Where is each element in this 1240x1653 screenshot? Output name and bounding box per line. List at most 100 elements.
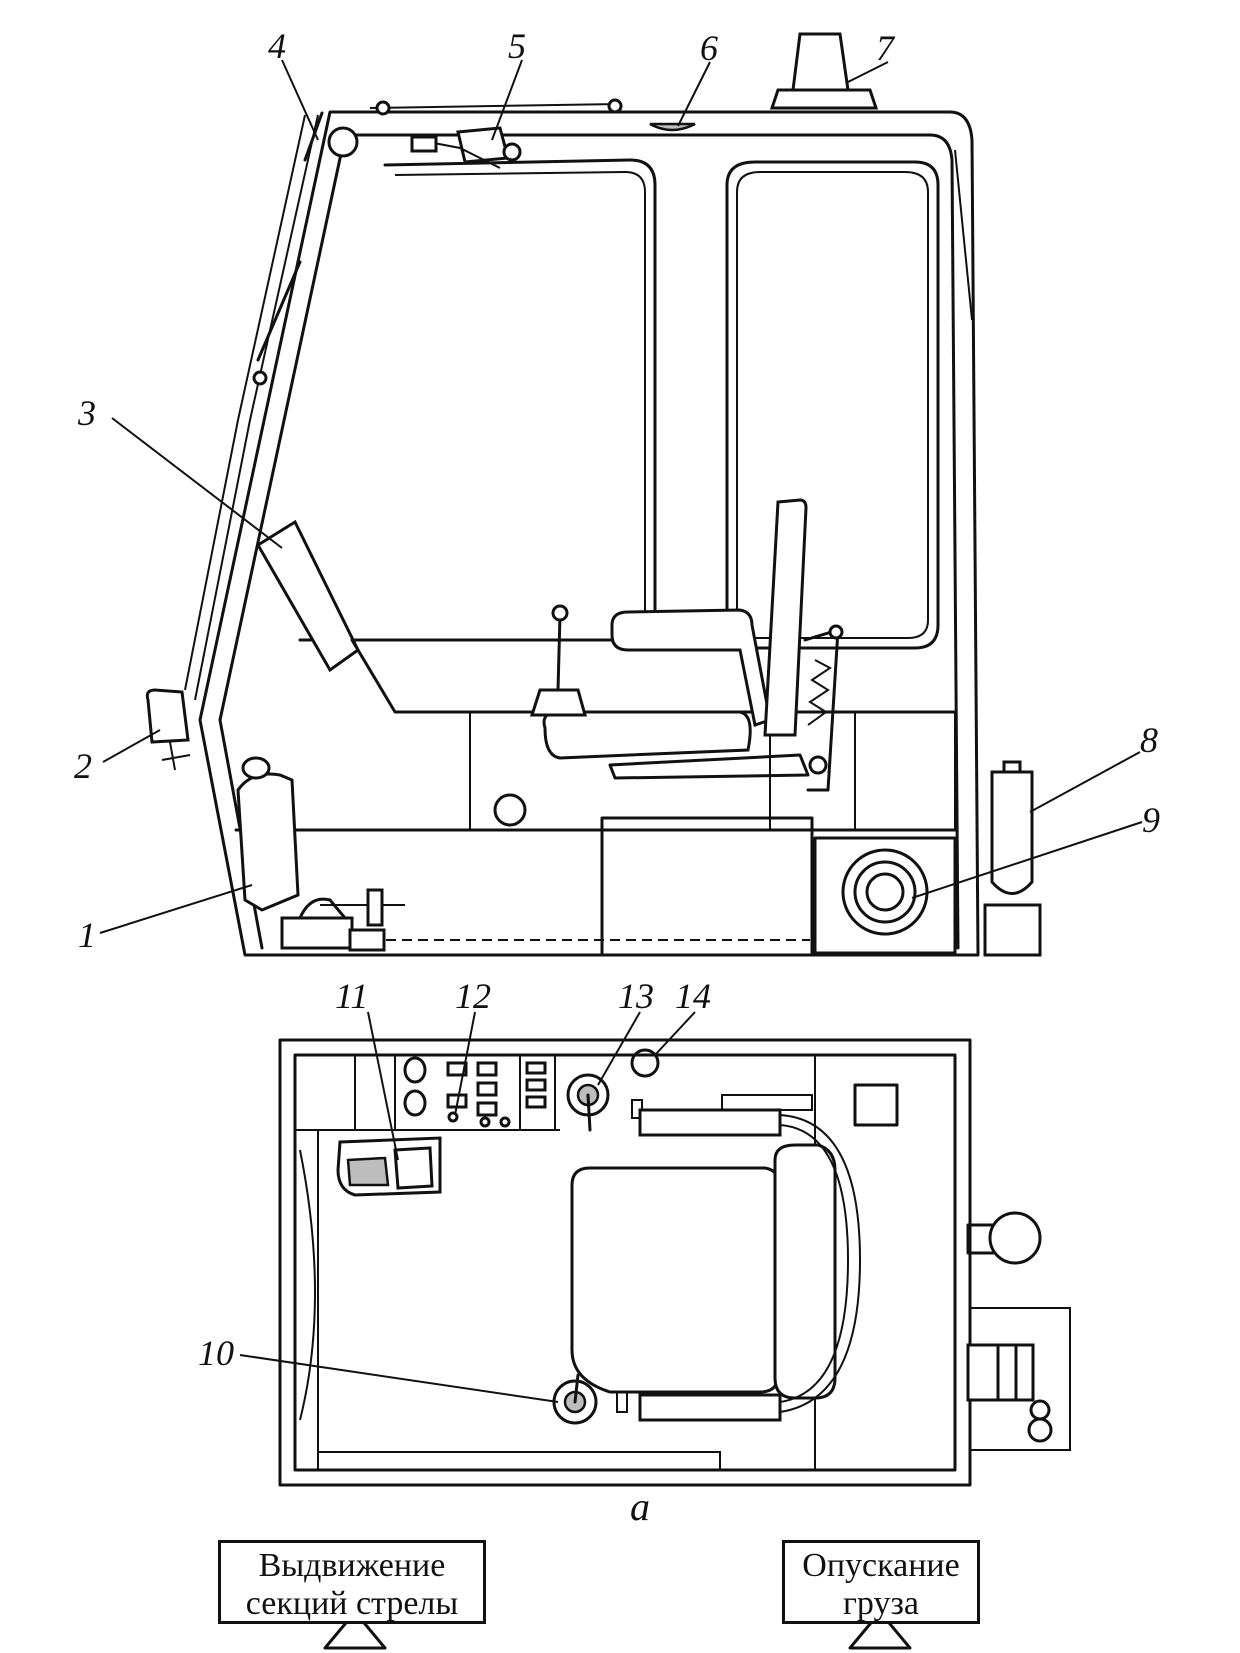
ceiling-fan — [456, 126, 510, 164]
switch — [476, 1101, 498, 1117]
seat-back-upright — [763, 498, 808, 737]
seat-spring — [807, 659, 832, 726]
pedal-lever — [366, 888, 384, 927]
beacon-base — [769, 88, 879, 110]
cab-plan-view — [278, 1038, 1071, 1487]
callout-12: 12 — [455, 976, 491, 1016]
leader-6 — [677, 61, 711, 127]
wiper-blade — [256, 260, 302, 362]
seat-frame — [608, 753, 810, 780]
roof-rail — [369, 103, 621, 109]
heater-housing — [813, 836, 957, 955]
floor-step — [318, 1451, 721, 1470]
external-tank — [988, 1211, 1042, 1265]
door-arc — [299, 1149, 316, 1421]
switch-column — [519, 1054, 556, 1131]
pedal-linkage — [298, 897, 347, 920]
leader-11 — [367, 1011, 399, 1161]
joystick-handle — [586, 1093, 592, 1132]
leader-14 — [654, 1011, 696, 1056]
front-pillar-outer — [184, 114, 306, 691]
cab-inner-frame — [218, 133, 960, 950]
callout-2: 2 — [74, 746, 92, 786]
joystick-left-handle — [573, 1373, 580, 1404]
pedal-left — [346, 1156, 390, 1187]
pedal-block — [348, 928, 386, 952]
triangle-left — [323, 1610, 387, 1650]
callout-numbers: 1 2 3 4 5 6 7 8 9 10 11 12 13 14 — [74, 26, 1160, 1373]
rear-pillar — [954, 149, 973, 321]
pedal-right — [393, 1146, 434, 1190]
leader-9 — [911, 821, 1143, 899]
callout-8: 8 — [1140, 720, 1158, 760]
joystick-knob — [551, 604, 569, 622]
leader-7 — [847, 61, 889, 83]
cab-side-view — [145, 32, 1042, 957]
side-leaders — [99, 59, 1143, 934]
pedal-base — [280, 916, 354, 950]
small-switch-left — [616, 1391, 628, 1413]
switch — [476, 1081, 498, 1097]
joystick-boot — [529, 688, 587, 717]
label-load-lowering: Опускание груза — [782, 1540, 980, 1624]
callout-10: 10 — [198, 1333, 234, 1373]
panel-hole — [493, 793, 527, 827]
indicator — [499, 1116, 511, 1128]
callout-6: 6 — [700, 28, 718, 68]
side-lamp-mount — [161, 741, 191, 771]
callout-13: 13 — [618, 976, 654, 1016]
front-pillar — [194, 114, 319, 701]
leader-3 — [111, 417, 283, 549]
wiper-motor — [327, 126, 359, 158]
callout-5: 5 — [508, 26, 526, 66]
callout-4: 4 — [268, 26, 286, 66]
callout-11: 11 — [335, 976, 368, 1016]
leader-10 — [239, 1354, 559, 1403]
filter-canister — [990, 770, 1034, 895]
external-knob — [1027, 1417, 1053, 1443]
seat-pivot-top — [828, 624, 844, 640]
dome-light — [649, 122, 696, 132]
triangle-right — [848, 1610, 912, 1650]
round-button — [630, 1048, 660, 1078]
corner-box — [853, 1083, 899, 1127]
cab-outer-frame — [198, 110, 980, 957]
roof-beacon — [791, 32, 850, 92]
pedal-assembly — [236, 772, 300, 912]
leader-13 — [597, 1011, 641, 1086]
leader-2 — [102, 729, 161, 763]
seat-pivot — [808, 755, 828, 775]
plan-leaders — [239, 1011, 696, 1403]
seat-suspension — [803, 628, 840, 792]
label-load-lowering-line1: Опускание — [802, 1547, 960, 1584]
label-boom-extension-line1: Выдвижение — [258, 1547, 446, 1584]
leader-8 — [1029, 751, 1141, 813]
filter-base — [983, 903, 1042, 957]
external-knob — [1029, 1399, 1051, 1421]
callout-3: 3 — [77, 393, 96, 433]
callout-9: 9 — [1142, 800, 1160, 840]
armrest-top — [638, 1108, 782, 1137]
switch — [476, 1061, 498, 1077]
seat-bracket — [721, 1094, 813, 1111]
callout-1: 1 — [78, 915, 96, 955]
seat-backrest — [610, 608, 772, 727]
front-window — [298, 158, 657, 642]
pedal-top — [241, 756, 271, 780]
roof-rail-clip — [375, 100, 391, 116]
heater-fan-hub — [865, 872, 905, 912]
label-load-lowering-line2: груза — [842, 1585, 920, 1622]
heater-fan-mid — [853, 860, 917, 924]
wiper-arm — [303, 111, 324, 162]
seat-rail-inner — [779, 1124, 850, 1403]
side-lamp — [145, 688, 190, 744]
filter-cap — [1002, 760, 1022, 774]
armrest-bottom — [638, 1393, 782, 1422]
external-motor-core — [996, 1343, 1018, 1402]
leader-4 — [281, 59, 319, 141]
fan-mount — [410, 135, 438, 153]
switch — [525, 1078, 547, 1092]
switch — [525, 1061, 547, 1075]
dashboard-panel — [255, 519, 360, 673]
